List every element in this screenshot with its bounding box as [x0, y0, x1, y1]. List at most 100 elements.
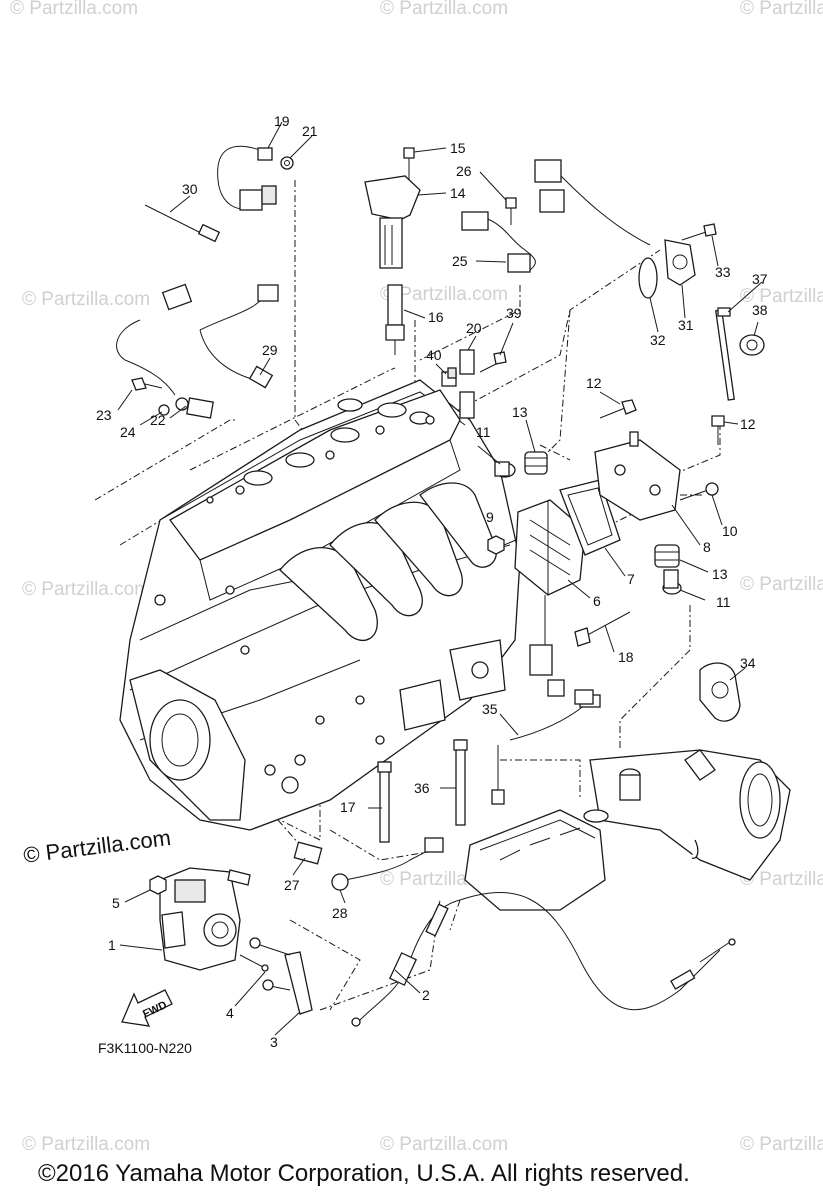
- watermark-faint: © Partzilla.com: [380, 0, 508, 19]
- part-5-nut: [149, 875, 167, 895]
- part-12-bolt-left: [599, 399, 637, 419]
- part-32-o-ring: [638, 257, 658, 299]
- part-8-bracket: [594, 431, 681, 521]
- callout-39: 39: [506, 305, 522, 321]
- callout-24: 24: [120, 424, 136, 440]
- callout-25: 25: [452, 253, 468, 269]
- watermark-faint: © Partzilla.com: [740, 574, 823, 595]
- callout-12-left: 12: [586, 375, 602, 391]
- callout-6: 6: [593, 593, 601, 609]
- callout-13-upper: 13: [512, 404, 528, 420]
- part-22-sensor: [175, 397, 214, 419]
- part-15-bolt: [403, 147, 415, 180]
- part-sensor-left-cable: [116, 283, 193, 396]
- callout-11-upper: 11: [476, 424, 491, 440]
- part-13-grommet-lower: [654, 544, 680, 568]
- watermark-faint: © Partzilla.com: [740, 286, 823, 307]
- callout-38: 38: [752, 302, 768, 318]
- callout-31: 31: [678, 317, 694, 333]
- callout-12-right: 12: [740, 416, 756, 432]
- callout-9: 9: [486, 509, 494, 525]
- callout-20: 20: [466, 320, 482, 336]
- watermark-faint: © Partzilla.com: [740, 869, 823, 890]
- part-10-bolt: [679, 482, 719, 501]
- callout-35: 35: [482, 701, 498, 717]
- callout-28: 28: [332, 905, 348, 921]
- callout-14: 14: [450, 185, 466, 201]
- callout-36: 36: [414, 780, 430, 796]
- part-ecu-connector: [529, 595, 594, 705]
- part-1-throttle-body: [159, 867, 251, 971]
- part-29-sensor: [199, 284, 279, 389]
- engine-block: [119, 379, 521, 831]
- callout-4: 4: [226, 1005, 234, 1021]
- part-harness: [534, 159, 651, 246]
- callout-numbers: 1 2 3 4 5 6 7 8 9 10 11 11 12 12 13 13 1…: [96, 113, 768, 1050]
- part-27-sensor: [293, 841, 323, 865]
- part-6-ecu: [514, 499, 586, 596]
- part-2-cable: [351, 892, 736, 1027]
- callout-5: 5: [112, 895, 120, 911]
- callout-37: 37: [752, 271, 768, 287]
- part-26-bolt: [505, 197, 517, 225]
- part-38-grommet: [739, 334, 765, 356]
- callout-19: 19: [274, 113, 290, 129]
- callout-33: 33: [715, 264, 731, 280]
- copyright-notice: ©2016 Yamaha Motor Corporation, U.S.A. A…: [38, 1160, 690, 1187]
- part-12-bolt-right: [711, 415, 725, 445]
- watermark-faint: © Partzilla.com: [380, 1134, 508, 1155]
- watermark-faint: © Partzilla.com: [22, 289, 150, 310]
- watermark-faint: © Partzilla.com: [22, 1134, 150, 1155]
- leader-lines: [117, 121, 763, 1036]
- callout-23: 23: [96, 407, 112, 423]
- part-11-collar-upper: [494, 461, 516, 478]
- callout-13-lower: 13: [712, 566, 728, 582]
- part-30-bolt: [144, 204, 221, 243]
- part-34-clamp: [699, 662, 741, 722]
- callout-29: 29: [262, 342, 278, 358]
- callout-22: 22: [150, 412, 166, 428]
- callout-8: 8: [703, 539, 711, 555]
- callout-11-lower: 11: [716, 594, 731, 610]
- callout-17: 17: [340, 799, 356, 815]
- part-35-sensor: [491, 694, 601, 805]
- part-21-washer: [280, 156, 294, 170]
- part-3-bracket: [249, 937, 313, 1015]
- part-13-grommet-upper: [524, 451, 548, 475]
- part-18-sensor: [574, 611, 631, 647]
- callout-18: 18: [618, 649, 634, 665]
- callout-10: 10: [722, 523, 738, 539]
- part-20-spacer: [459, 349, 475, 419]
- part-14-ignition-coil: [364, 175, 421, 269]
- part-33-bolt: [681, 223, 717, 241]
- fwd-arrow-icon: FWD: [121, 989, 173, 1027]
- callout-30: 30: [182, 181, 198, 197]
- part-17-cable-tie: [377, 761, 392, 843]
- watermark-faint: © Partzilla.com: [740, 1134, 823, 1155]
- watermark-faint: © Partzilla.com: [10, 0, 138, 19]
- part-40-clip: [441, 367, 457, 387]
- part-4-pin: [239, 954, 269, 972]
- part-31-sensor: [664, 239, 696, 286]
- callout-1: 1: [108, 937, 116, 953]
- callout-27: 27: [284, 877, 300, 893]
- part-19-sensor: [217, 145, 277, 211]
- part-37-cable-tie: [715, 307, 735, 401]
- callout-7: 7: [627, 571, 635, 587]
- watermark-faint: © Partzilla.com: [380, 284, 508, 305]
- part-25-sensor: [461, 211, 536, 273]
- watermark-faint: © Partzilla.com: [22, 579, 150, 600]
- diagram-code: F3K1100-N220: [98, 1040, 192, 1056]
- part-16-spark-plug: [385, 284, 405, 355]
- callout-15: 15: [450, 140, 466, 156]
- part-11-collar-lower: [662, 569, 682, 595]
- part-36-cable-tie: [453, 739, 468, 826]
- callout-32: 32: [650, 332, 666, 348]
- callout-2: 2: [422, 987, 430, 1003]
- part-9-bolt: [487, 535, 517, 555]
- part-23-bolt: [131, 377, 163, 391]
- exhaust-assembly: [464, 749, 791, 911]
- callout-16: 16: [428, 309, 444, 325]
- watermark-faint: © Partzilla.com: [740, 0, 823, 19]
